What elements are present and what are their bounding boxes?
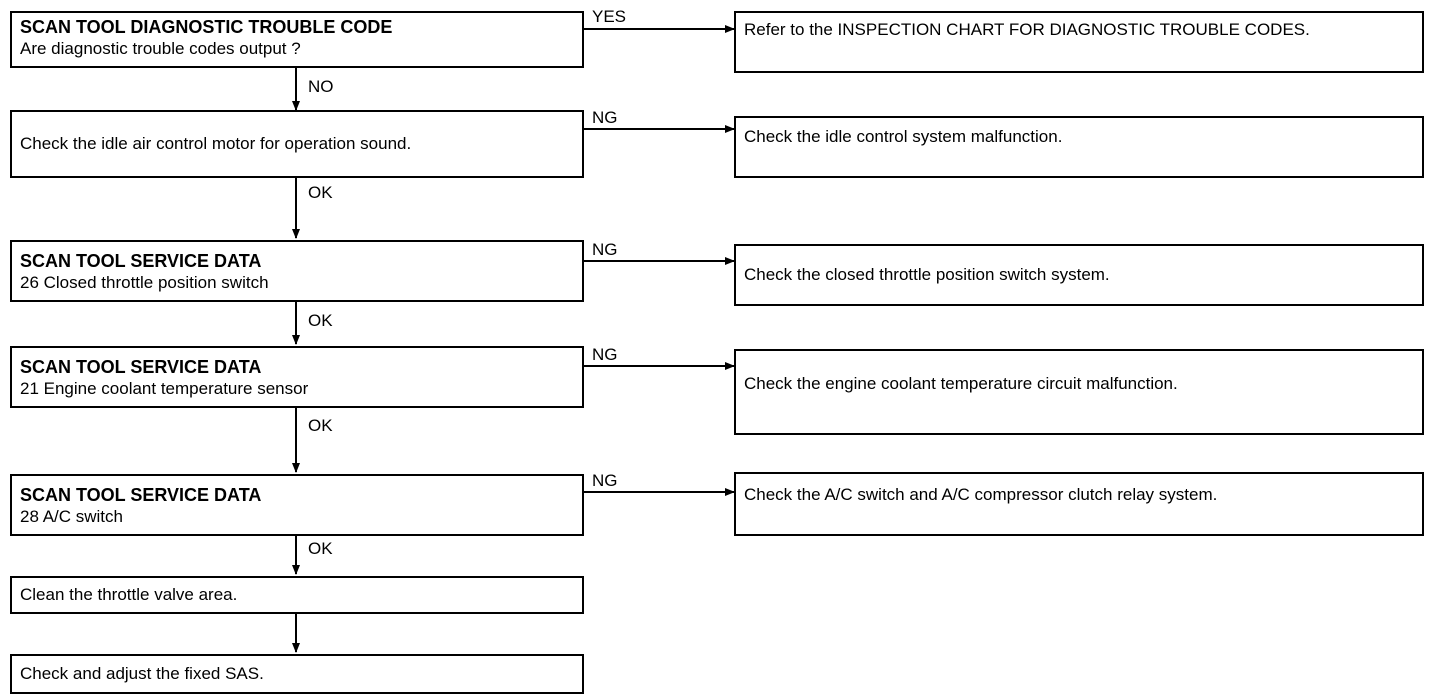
step-text: Clean the throttle valve area. xyxy=(20,585,238,604)
step-text: 26 Closed throttle position switch xyxy=(20,273,269,292)
step-text: 21 Engine coolant temperature sensor xyxy=(20,379,309,398)
outcome-text: Refer to the INSPECTION CHART FOR DIAGNO… xyxy=(744,20,1310,39)
step-heading: SCAN TOOL DIAGNOSTIC TROUBLE CODE xyxy=(20,17,393,37)
outcome-box-inspection-chart: Refer to the INSPECTION CHART FOR DIAGNO… xyxy=(734,11,1424,73)
down-label-ok: OK xyxy=(308,416,333,435)
outcome-text: Check the A/C switch and A/C compressor … xyxy=(744,485,1218,504)
down-label-ok: OK xyxy=(308,539,333,558)
step-box-clean-throttle: Clean the throttle valve area. xyxy=(10,576,584,614)
branch-label-ng: NG xyxy=(592,345,618,364)
outcome-text: Check the idle control system malfunctio… xyxy=(744,127,1063,146)
outcome-box-throttle-switch: Check the closed throttle position switc… xyxy=(734,244,1424,306)
step-box-adjust-sas: Check and adjust the fixed SAS. xyxy=(10,654,584,694)
branch-label-yes: YES xyxy=(592,7,627,26)
down-label-ok: OK xyxy=(308,183,333,202)
down-label-no: NO xyxy=(308,77,334,96)
step-box-throttle-switch-data: SCAN TOOL SERVICE DATA 26 Closed throttl… xyxy=(10,240,584,302)
step-heading: SCAN TOOL SERVICE DATA xyxy=(20,251,262,271)
step-text: 28 A/C switch xyxy=(20,507,123,526)
step-text: Are diagnostic trouble codes output ? xyxy=(20,39,301,58)
branch-label-ng: NG xyxy=(592,240,618,259)
step-text: Check and adjust the fixed SAS. xyxy=(20,664,264,683)
outcome-text: Check the closed throttle position switc… xyxy=(744,265,1110,284)
step-heading: SCAN TOOL SERVICE DATA xyxy=(20,357,262,377)
outcome-box-ac-relay: Check the A/C switch and A/C compressor … xyxy=(734,472,1424,536)
step-box-idle-air-control: Check the idle air control motor for ope… xyxy=(10,110,584,178)
step-box-dtc-check: SCAN TOOL DIAGNOSTIC TROUBLE CODE Are di… xyxy=(10,11,584,68)
outcome-text: Check the engine coolant temperature cir… xyxy=(744,374,1178,393)
branch-label-ng: NG xyxy=(592,471,618,490)
step-text: Check the idle air control motor for ope… xyxy=(20,134,412,153)
outcome-box-idle-control: Check the idle control system malfunctio… xyxy=(734,116,1424,178)
outcome-box-coolant-circuit: Check the engine coolant temperature cir… xyxy=(734,349,1424,435)
step-heading: SCAN TOOL SERVICE DATA xyxy=(20,485,262,505)
branch-label-ng: NG xyxy=(592,108,618,127)
down-label-ok: OK xyxy=(308,311,333,330)
step-box-coolant-sensor-data: SCAN TOOL SERVICE DATA 21 Engine coolant… xyxy=(10,346,584,408)
step-box-ac-switch-data: SCAN TOOL SERVICE DATA 28 A/C switch xyxy=(10,474,584,536)
